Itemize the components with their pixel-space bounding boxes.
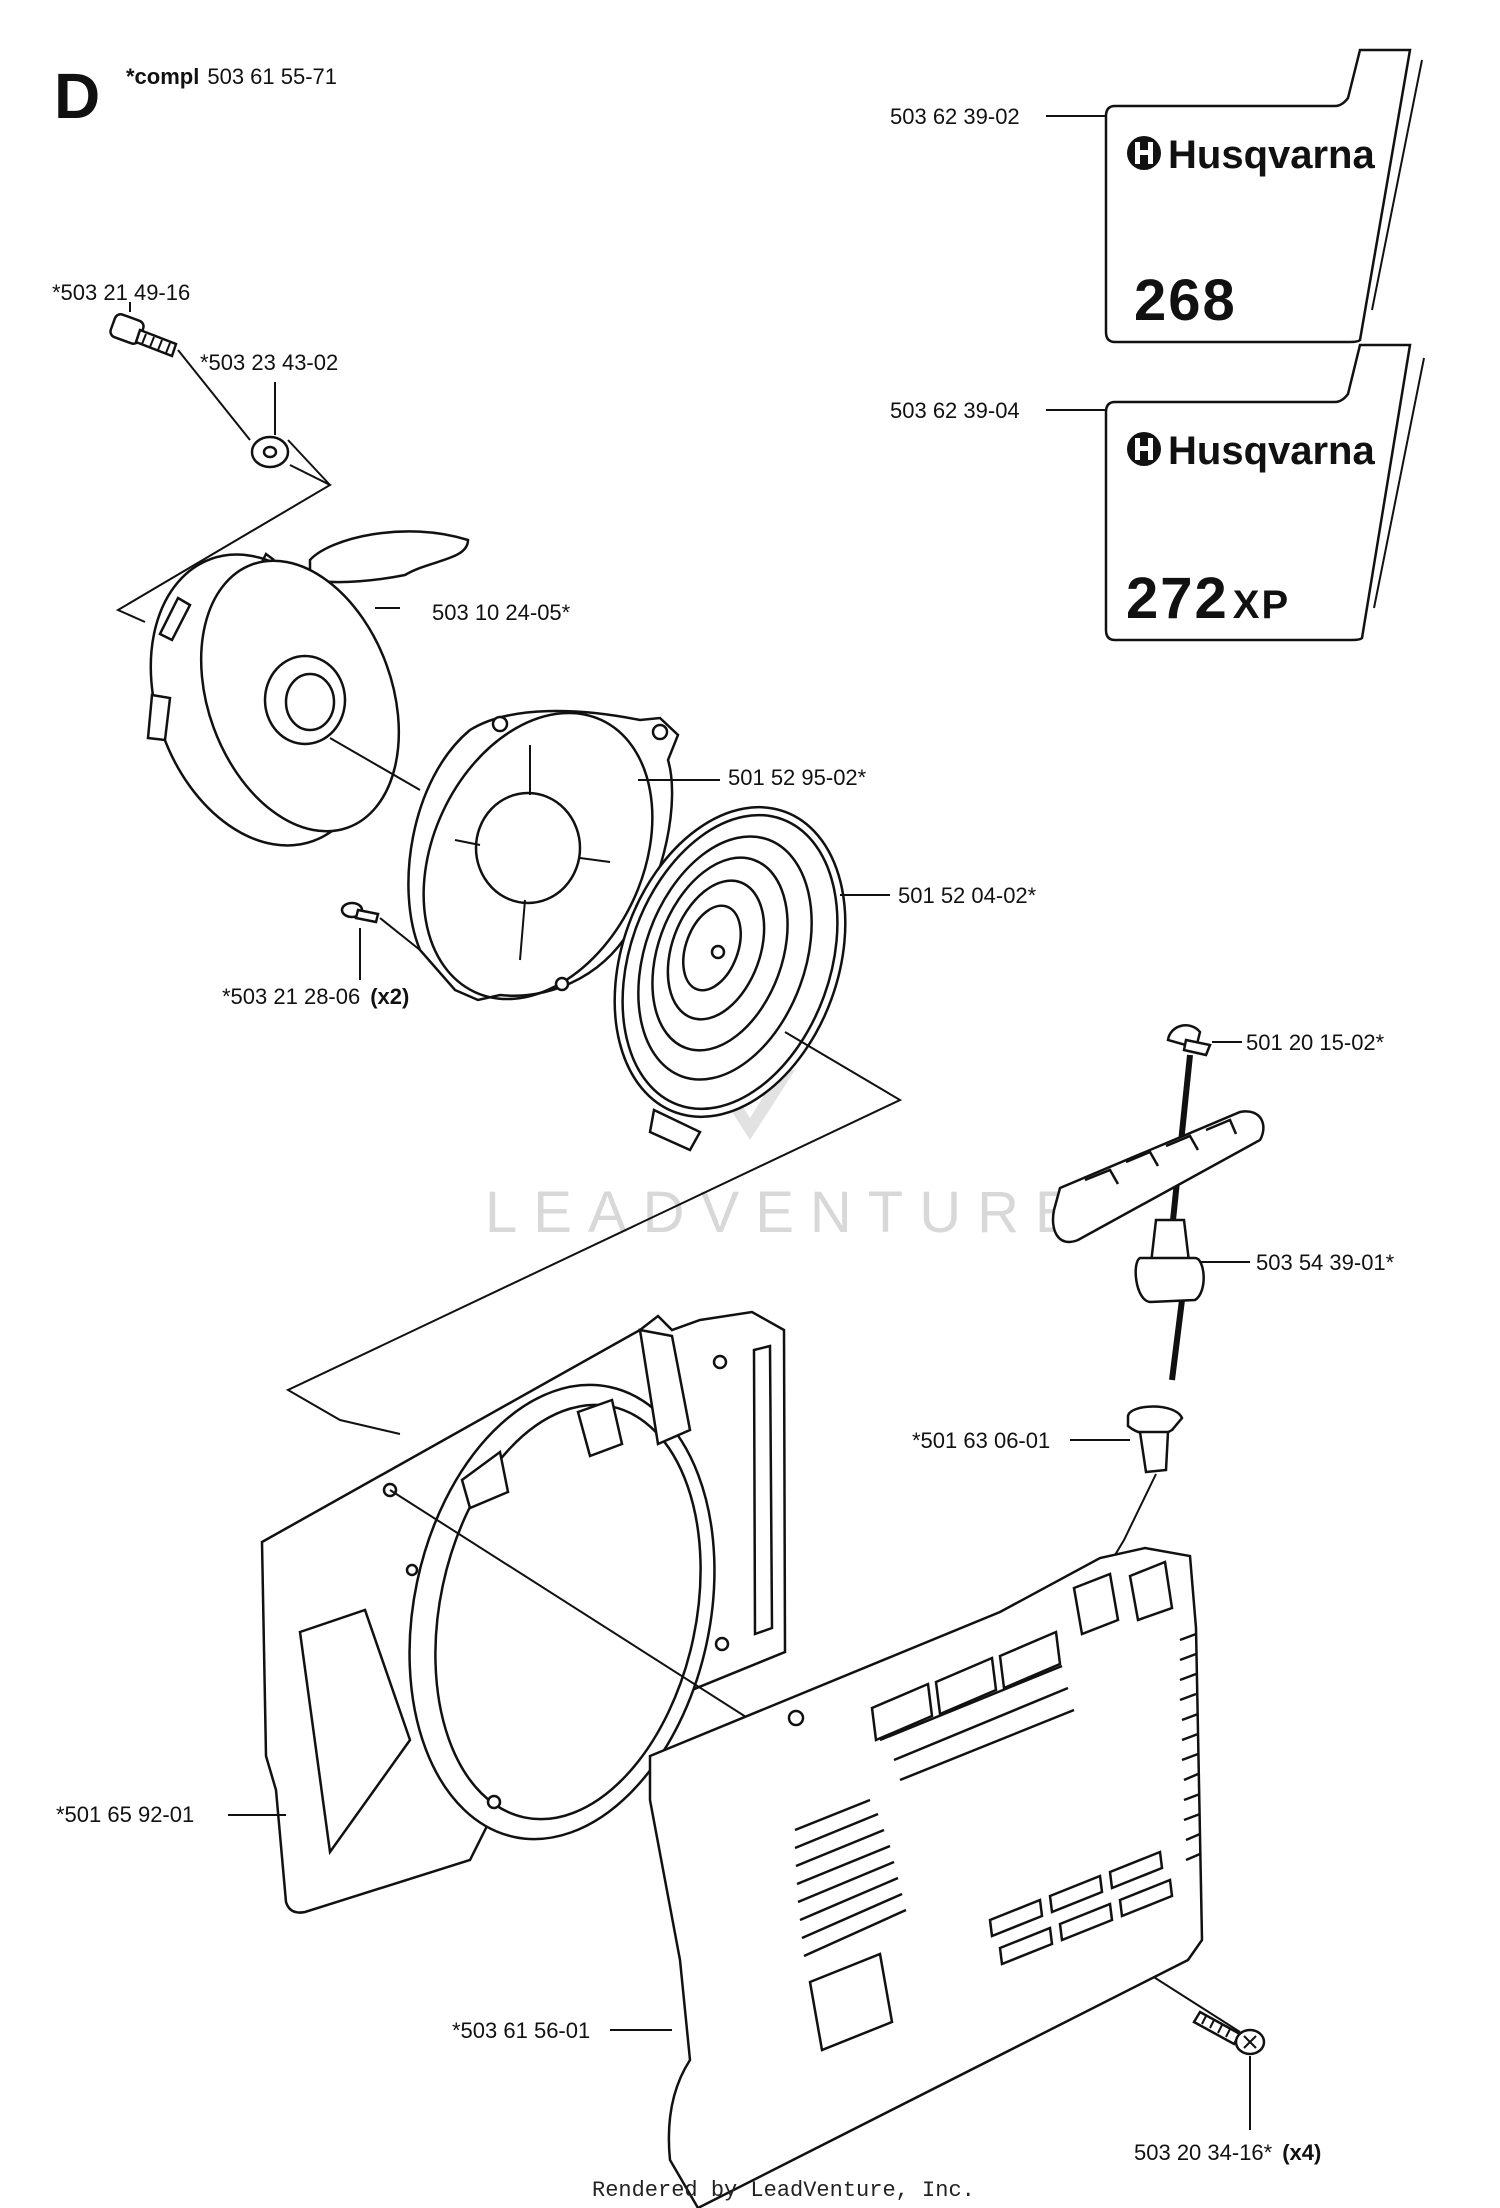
label-screw-small: *503 21 28-06 (x2)	[222, 984, 409, 1009]
label-cover-screw: 503 20 34-16* (x4)	[1134, 2140, 1321, 2165]
rope-knot	[1166, 1024, 1212, 1057]
washer	[250, 435, 290, 469]
starter-cover	[648, 1546, 1204, 2208]
label-starter-cover: *503 61 56-01	[452, 2018, 590, 2043]
label-pulley: 503 10 24-05*	[432, 600, 571, 625]
footer-credit: Rendered by LeadVenture, Inc.	[592, 2178, 975, 2203]
leadventure-watermark: LEADVENTURE	[485, 1070, 1090, 1245]
bolt-top	[109, 313, 178, 358]
decal-brand: Husqvarna	[1168, 429, 1375, 473]
decal-272xp: Husqvarna 272 XP	[1104, 343, 1425, 642]
husqvarna-crown-icon	[1127, 136, 1161, 170]
label-bolt-top: *503 21 49-16	[52, 280, 190, 305]
screw-small	[340, 901, 380, 924]
decal-model: 272 XP	[1126, 566, 1290, 631]
decal-model: 268	[1134, 268, 1237, 333]
decal-brand: Husqvarna	[1168, 133, 1375, 177]
label-rope: 501 20 15-02*	[1246, 1030, 1385, 1055]
compl-label: *compl 503 61 55-71	[126, 64, 337, 89]
starter-handle	[1051, 1110, 1265, 1304]
label-spring-housing: 501 52 95-02*	[728, 765, 867, 790]
label-rope-guide: *501 63 06-01	[912, 1428, 1050, 1453]
label-recoil-spring: 501 52 04-02*	[898, 883, 1037, 908]
husqvarna-crown-icon	[1127, 432, 1161, 466]
pulley	[146, 530, 470, 847]
decal-part-number: 503 62 39-02	[890, 104, 1020, 129]
label-fan-housing: *501 65 92-01	[56, 1802, 194, 1827]
rope-guide	[1126, 1405, 1184, 1474]
label-washer: *503 23 43-02	[200, 350, 338, 375]
section-letter: D	[54, 60, 100, 132]
cover-screw	[1192, 2010, 1266, 2056]
spring-housing	[407, 709, 680, 1002]
decal-part-number: 503 62 39-04	[890, 398, 1020, 423]
decal-268: Husqvarna 268	[1104, 48, 1423, 344]
recoil-spring	[613, 805, 847, 1152]
label-handle: 503 54 39-01*	[1256, 1250, 1395, 1275]
fan-housing	[260, 1310, 787, 1914]
watermark-text: LEADVENTURE	[485, 1180, 1090, 1245]
